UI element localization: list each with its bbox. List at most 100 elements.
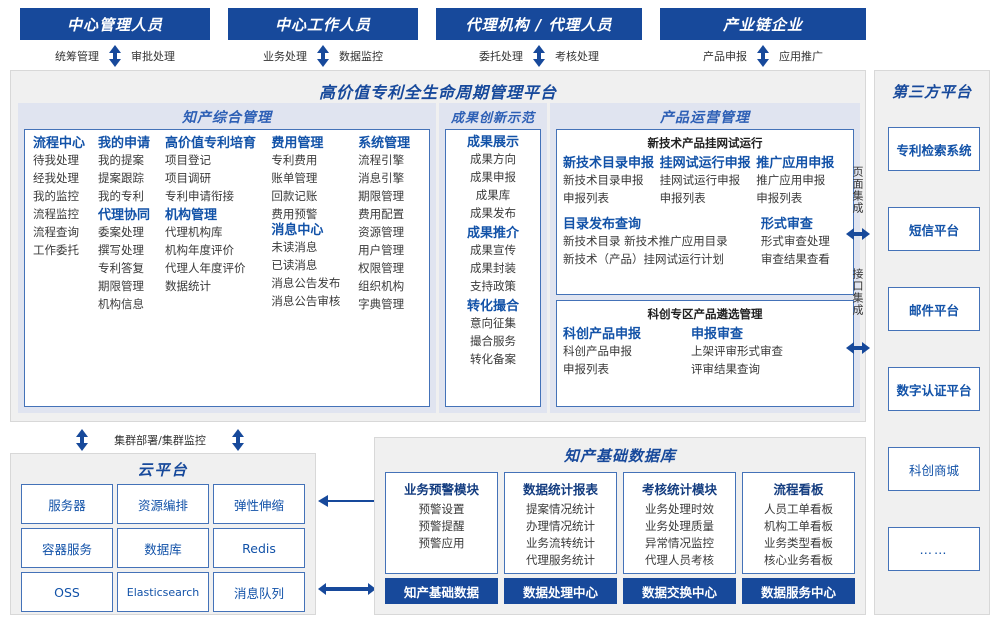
leaf-item[interactable]: 经我处理 <box>33 171 79 185</box>
third-party-item-5[interactable]: …… <box>888 527 980 571</box>
leaf-item[interactable]: 流程监控 <box>33 207 79 221</box>
leaf-item[interactable]: 专利费用 <box>271 153 318 167</box>
leaf-item[interactable]: 上架评审形式审查 <box>691 344 783 358</box>
group-head[interactable]: 挂网试运行申报 <box>659 156 751 171</box>
group-head[interactable]: 费用管理 <box>271 136 324 151</box>
third-party-item-3[interactable]: 数字认证平台 <box>888 367 980 411</box>
leaf-item[interactable]: 消息引擎 <box>358 171 405 185</box>
leaf-item[interactable]: 预警应用 <box>418 536 465 550</box>
leaf-item[interactable]: 成果封装 <box>470 261 516 275</box>
group-head[interactable]: 成果展示 <box>466 135 519 150</box>
cloud-cell-redis[interactable]: Redis <box>213 528 305 568</box>
leaf-item[interactable]: 撮合服务 <box>470 334 516 348</box>
leaf-item[interactable]: 挂网试运行申报 <box>659 173 741 187</box>
group-head[interactable]: 目录发布查询 <box>563 217 642 232</box>
leaf-item[interactable]: 消息公告发布 <box>271 276 341 290</box>
cloud-cell-database[interactable]: 数据库 <box>117 528 209 568</box>
group-head[interactable]: 代理协同 <box>98 208 151 223</box>
database-footer-chip[interactable]: 数据交换中心 <box>623 578 736 604</box>
leaf-item[interactable]: 项目调研 <box>165 171 212 185</box>
leaf-item[interactable]: 成果申报 <box>470 170 516 184</box>
leaf-item[interactable]: 业务流转统计 <box>526 536 595 550</box>
group-head[interactable]: 流程中心 <box>33 136 86 151</box>
leaf-item[interactable]: 机构工单看板 <box>764 519 833 533</box>
group-head[interactable]: 推广应用申报 <box>756 156 835 171</box>
role-header-2[interactable]: 代理机构 / 代理人员 <box>436 8 642 40</box>
leaf-item[interactable]: 费用预警 <box>271 207 318 221</box>
third-party-item-4[interactable]: 科创商城 <box>888 447 980 491</box>
group-head[interactable]: 消息中心 <box>271 223 324 238</box>
leaf-item[interactable]: 成果库 <box>475 188 511 202</box>
leaf-item[interactable]: 办理情况统计 <box>526 519 595 533</box>
third-party-item-1[interactable]: 短信平台 <box>888 207 980 251</box>
leaf-item[interactable]: 用户管理 <box>358 243 405 257</box>
leaf-item[interactable]: 推广应用申报 <box>756 173 826 187</box>
leaf-item[interactable]: 新技术目录申报 <box>563 173 644 187</box>
leaf-item[interactable]: 费用配置 <box>358 207 405 221</box>
leaf-item[interactable]: 资源管理 <box>358 225 405 239</box>
group-head[interactable]: 我的申请 <box>98 136 151 151</box>
leaf-item[interactable]: 申报列表 <box>563 362 609 376</box>
leaf-item[interactable]: 机构信息 <box>98 297 145 311</box>
leaf-item[interactable]: 字典管理 <box>358 297 405 311</box>
leaf-item[interactable]: 新技术（产品）挂网试运行计划 <box>563 252 724 266</box>
leaf-item[interactable]: 期限管理 <box>358 189 405 203</box>
leaf-item[interactable]: 提案跟踪 <box>98 171 145 185</box>
leaf-item[interactable]: 委案处理 <box>98 225 145 239</box>
leaf-item[interactable]: 形式审查处理 <box>760 234 830 248</box>
group-head[interactable]: 机构管理 <box>165 208 218 223</box>
leaf-item[interactable]: 预警提醒 <box>418 519 465 533</box>
leaf-item[interactable]: 业务类型看板 <box>764 536 833 550</box>
third-party-item-0[interactable]: 专利检索系统 <box>888 127 980 171</box>
leaf-item[interactable]: 代理机构库 <box>165 225 223 239</box>
leaf-item[interactable]: 我的提案 <box>98 153 145 167</box>
leaf-item[interactable]: 申报列表 <box>659 191 706 205</box>
role-header-1[interactable]: 中心工作人员 <box>228 8 418 40</box>
leaf-item[interactable]: 待我处理 <box>33 153 79 167</box>
leaf-item[interactable]: 代理人年度评价 <box>165 261 246 275</box>
cloud-cell-mq[interactable]: 消息队列 <box>213 572 305 612</box>
leaf-item[interactable]: 代理人员考核 <box>645 553 714 567</box>
leaf-item[interactable]: 异常情况监控 <box>645 536 714 550</box>
role-header-3[interactable]: 产业链企业 <box>660 8 866 40</box>
group-head[interactable]: 科创产品申报 <box>563 327 642 342</box>
leaf-item[interactable]: 新技术目录 新技术推广应用目录 <box>563 234 728 248</box>
group-head[interactable]: 高价值专利培育 <box>165 136 257 151</box>
group-head[interactable]: 系统管理 <box>358 136 411 151</box>
leaf-item[interactable]: 我的专利 <box>98 189 145 203</box>
leaf-item[interactable]: 工作委托 <box>33 243 79 257</box>
group-head[interactable]: 申报审查 <box>691 327 744 342</box>
role-header-0[interactable]: 中心管理人员 <box>20 8 210 40</box>
leaf-item[interactable]: 成果方向 <box>470 152 516 166</box>
leaf-item[interactable]: 审查结果查看 <box>760 252 830 266</box>
leaf-item[interactable]: 权限管理 <box>358 261 405 275</box>
database-footer-chip[interactable]: 数据服务中心 <box>742 578 855 604</box>
leaf-item[interactable]: 成果宣传 <box>470 243 516 257</box>
leaf-item[interactable]: 意向征集 <box>470 316 516 330</box>
leaf-item[interactable]: 回款记账 <box>271 189 318 203</box>
cloud-cell-autoscaling[interactable]: 弹性伸缩 <box>213 484 305 524</box>
group-head[interactable]: 形式审查 <box>760 217 813 232</box>
leaf-item[interactable]: 成果发布 <box>470 206 516 220</box>
cloud-cell-elasticsearch[interactable]: Elasticsearch <box>117 572 209 612</box>
leaf-item[interactable]: 已读消息 <box>271 258 318 272</box>
leaf-item[interactable]: 账单管理 <box>271 171 318 185</box>
leaf-item[interactable]: 预警设置 <box>418 502 465 516</box>
leaf-item[interactable]: 业务处理时效 <box>645 502 714 516</box>
database-footer-chip[interactable]: 数据处理中心 <box>504 578 617 604</box>
leaf-item[interactable]: 组织机构 <box>358 279 405 293</box>
cloud-cell-oss[interactable]: OSS <box>21 572 113 612</box>
leaf-item[interactable]: 代理服务统计 <box>526 553 595 567</box>
leaf-item[interactable]: 未读消息 <box>271 240 318 254</box>
leaf-item[interactable]: 机构年度评价 <box>165 243 235 257</box>
leaf-item[interactable]: 撰写处理 <box>98 243 145 257</box>
leaf-item[interactable]: 科创产品申报 <box>563 344 632 358</box>
third-party-item-2[interactable]: 邮件平台 <box>888 287 980 331</box>
group-head[interactable]: 转化撮合 <box>466 299 519 314</box>
cloud-cell-server[interactable]: 服务器 <box>21 484 113 524</box>
leaf-item[interactable]: 专利答复 <box>98 261 145 275</box>
leaf-item[interactable]: 专利申请衔接 <box>165 189 235 203</box>
leaf-item[interactable]: 转化备案 <box>470 352 516 366</box>
leaf-item[interactable]: 申报列表 <box>563 191 609 205</box>
leaf-item[interactable]: 支持政策 <box>470 279 516 293</box>
